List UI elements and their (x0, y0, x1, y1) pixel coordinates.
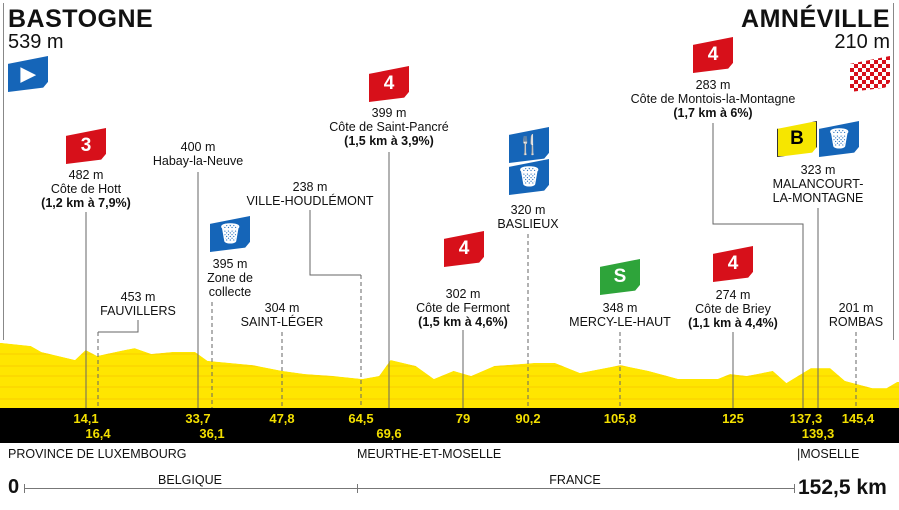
km-label: 145,4 (841, 411, 875, 426)
climb-detail: (1,5 km à 4,6%) (418, 315, 508, 329)
km-label: 105,8 (603, 411, 637, 426)
altitude: 201 m (838, 301, 874, 315)
name: SAINT-LÉGER (240, 315, 324, 329)
altitude: 453 m (120, 290, 156, 304)
climb-detail: (1,2 km à 7,9%) (41, 196, 131, 210)
axis-end: 152,5 km (798, 476, 887, 499)
region-luxembourg: PROVINCE DE LUXEMBOURG (8, 447, 187, 461)
altitude: 482 m (68, 168, 104, 182)
name: ROMBAS (828, 315, 884, 329)
country-belgique: BELGIQUE (158, 473, 222, 487)
km-label: 137,3 (789, 411, 823, 426)
km-label: 36,1 (199, 426, 225, 441)
km-label: 14,1 (73, 411, 99, 426)
waste-bin-icon: 🗑 (819, 121, 859, 157)
name-line2: LA-MONTAGNE (772, 191, 864, 205)
km-band (0, 408, 899, 443)
altitude: 323 m (800, 163, 836, 177)
name: Côte de Briey (695, 302, 771, 316)
altitude: 304 m (264, 301, 300, 315)
axis-border-tick (357, 484, 358, 493)
km-label: 16,4 (85, 426, 111, 441)
marker-line-fauvillers (98, 320, 139, 333)
cat4-climb-icon: 4 (444, 231, 484, 267)
name: MERCY-LE-HAUT (569, 315, 671, 329)
region-moselle: |MOSELLE (797, 447, 860, 461)
name: Côte de Hott (50, 182, 122, 196)
finish-city: AMNÉVILLE (741, 5, 890, 33)
climb-detail: (1,5 km à 3,9%) (344, 134, 434, 148)
altitude: 399 m (371, 106, 407, 120)
name: MALANCOURT- (772, 177, 864, 191)
climb-detail: (1,7 km à 6%) (673, 106, 753, 120)
altitude: 320 m (510, 203, 546, 217)
climb-detail: (1,1 km à 4,4%) (688, 316, 778, 330)
finish-altitude: 210 m (834, 31, 890, 53)
altitude: 400 m (180, 140, 216, 154)
altitude: 238 m (292, 180, 328, 194)
altitude: 283 m (695, 78, 731, 92)
altitude: 395 m (212, 257, 248, 271)
axis-tick (794, 484, 795, 493)
name: Côte de Saint-Pancré (329, 120, 449, 134)
name: Zone de (207, 271, 253, 285)
start-city: BASTOGNE (8, 5, 154, 33)
km-label: 64,5 (348, 411, 374, 426)
country-france: FRANCE (549, 473, 601, 487)
km-label: 33,7 (185, 411, 211, 426)
altitude: 302 m (445, 287, 481, 301)
axis-tick (24, 484, 25, 493)
frame-left (3, 3, 4, 343)
axis-start: 0 (8, 476, 20, 498)
name: FAUVILLERS (100, 304, 176, 318)
km-label: 69,6 (376, 426, 402, 441)
name: Côte de Montois-la-Montagne (630, 92, 796, 106)
km-label: 90,2 (515, 411, 541, 426)
name: VILLE-HOUDLÉMONT (246, 194, 374, 208)
marker-line-houdlemont (309, 210, 361, 276)
altitude: 348 m (602, 301, 638, 315)
name-line2: collecte (208, 285, 252, 299)
name: BASLIEUX (497, 217, 559, 231)
start-altitude: 539 m (8, 31, 64, 53)
sprint-icon: S (600, 259, 640, 295)
cat4-climb-icon: 4 (713, 246, 753, 282)
profile-sky (0, 340, 899, 389)
elevation-area (0, 343, 899, 408)
altitude: 274 m (715, 288, 751, 302)
km-label: 125 (722, 411, 744, 426)
frame-right (893, 3, 894, 343)
marker-line-montois (712, 123, 804, 408)
km-label: 47,8 (269, 411, 295, 426)
km-label: 79 (455, 411, 471, 426)
axis-line (24, 488, 794, 489)
region-meurthe-et-moselle: MEURTHE-ET-MOSELLE (357, 447, 502, 461)
name: Habay-la-Neuve (152, 154, 244, 168)
name: Côte de Fermont (416, 301, 510, 315)
km-label: 139,3 (801, 426, 835, 441)
